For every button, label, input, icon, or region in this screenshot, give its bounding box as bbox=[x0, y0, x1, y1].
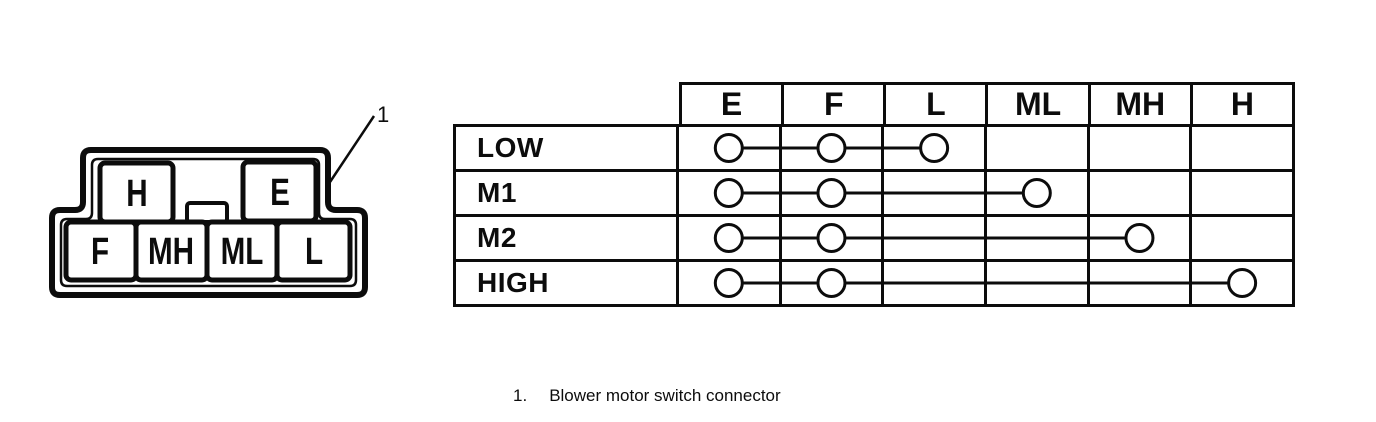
figure-caption: 1. Blower motor switch connector bbox=[513, 386, 781, 406]
continuity-point-M2-E bbox=[713, 223, 744, 253]
continuity-point-LOW-L bbox=[919, 133, 950, 163]
caption-text: Blower motor switch connector bbox=[549, 386, 781, 405]
column-header-L: L bbox=[886, 85, 986, 124]
cell-LOW-MH bbox=[1089, 127, 1190, 169]
column-header-F: F bbox=[784, 85, 884, 124]
row-label-M2: M2 bbox=[456, 217, 676, 259]
continuity-point-M2-MH bbox=[1124, 223, 1155, 253]
caption-number: 1. bbox=[513, 386, 528, 405]
cell-LOW-H bbox=[1192, 127, 1292, 169]
continuity-point-HIGH-E bbox=[713, 268, 744, 298]
connector-housing-inner-line bbox=[59, 157, 358, 288]
continuity-point-LOW-E bbox=[713, 133, 744, 163]
terminal-label-MH: MH bbox=[148, 231, 194, 273]
terminal-label-ML: ML bbox=[221, 231, 264, 273]
cell-M1-H bbox=[1192, 172, 1292, 214]
column-header-MH: MH bbox=[1090, 85, 1190, 124]
continuity-point-M1-E bbox=[713, 178, 744, 208]
continuity-overlay bbox=[713, 133, 1258, 298]
continuity-point-HIGH-H bbox=[1227, 268, 1258, 298]
continuity-point-M2-F bbox=[816, 223, 847, 253]
row-label-M1: M1 bbox=[456, 172, 676, 214]
continuity-point-M1-ML bbox=[1021, 178, 1052, 208]
connector-diagram: H E F MH ML L 1 bbox=[49, 102, 389, 298]
column-header-ML: ML bbox=[988, 85, 1088, 124]
column-header-E: E bbox=[682, 85, 782, 124]
continuity-point-HIGH-F bbox=[816, 268, 847, 298]
terminal-label-E: E bbox=[270, 172, 290, 214]
terminal-L bbox=[274, 219, 353, 283]
callout-number: 1 bbox=[377, 102, 389, 127]
terminal-label-L: L bbox=[305, 231, 323, 273]
continuity-point-LOW-F bbox=[816, 133, 847, 163]
terminal-label-H: H bbox=[126, 173, 147, 215]
continuity-point-M1-F bbox=[816, 178, 847, 208]
cell-M2-H bbox=[1192, 217, 1292, 259]
row-label-HIGH: HIGH bbox=[456, 262, 676, 304]
cell-M1-MH bbox=[1089, 172, 1190, 214]
row-label-LOW: LOW bbox=[456, 127, 676, 169]
connector-key-tab bbox=[185, 201, 229, 224]
cell-LOW-ML bbox=[986, 127, 1087, 169]
column-header-H: H bbox=[1192, 85, 1292, 124]
terminal-label-F: F bbox=[91, 231, 109, 273]
callout-leader-line bbox=[328, 115, 376, 183]
